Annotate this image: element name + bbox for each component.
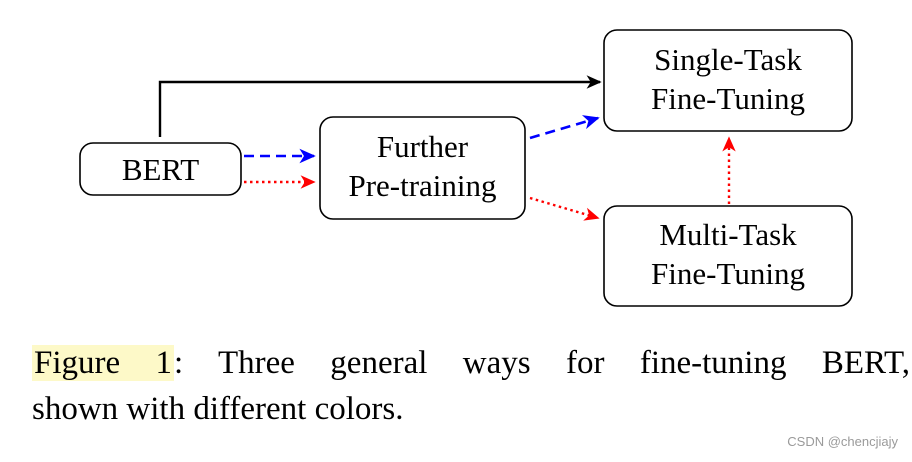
node-single-label-line1: Single-Task: [654, 42, 802, 77]
node-single-label-line2: Fine-Tuning: [651, 81, 805, 116]
watermark: CSDN @chencjiajy: [787, 434, 898, 449]
caption-line-1-text: : Three general ways for fine-tuning BER…: [174, 345, 910, 381]
edge-bert-to-single-task: [158, 75, 602, 137]
edge-further-to-multi-task-red: [529, 196, 600, 221]
node-single-task-fine-tuning: Single-Task Fine-Tuning: [603, 29, 853, 132]
edge-further-to-single-task-blue: [529, 115, 600, 140]
figure-caption: Figure 1: Three general ways for fine-tu…: [32, 340, 912, 432]
node-further-label-line2: Pre-training: [348, 168, 496, 203]
node-multi-label-line1: Multi-Task: [659, 217, 797, 252]
caption-line-1: Figure 1: Three general ways for fine-tu…: [32, 340, 910, 386]
node-multi-label-line2: Fine-Tuning: [651, 256, 805, 291]
node-further-label-line1: Further: [377, 129, 469, 164]
node-multi-task-fine-tuning: Multi-Task Fine-Tuning: [603, 205, 853, 307]
node-bert: BERT: [79, 142, 242, 196]
node-bert-label: BERT: [122, 152, 199, 187]
figure-reference-link[interactable]: Figure 1: [32, 345, 175, 381]
caption-line-2: shown with different colors.: [32, 391, 404, 427]
node-further-pre-training: Further Pre-training: [319, 116, 526, 220]
fine-tuning-diagram: BERT Further Pre-training Single-Task Fi…: [79, 29, 853, 307]
